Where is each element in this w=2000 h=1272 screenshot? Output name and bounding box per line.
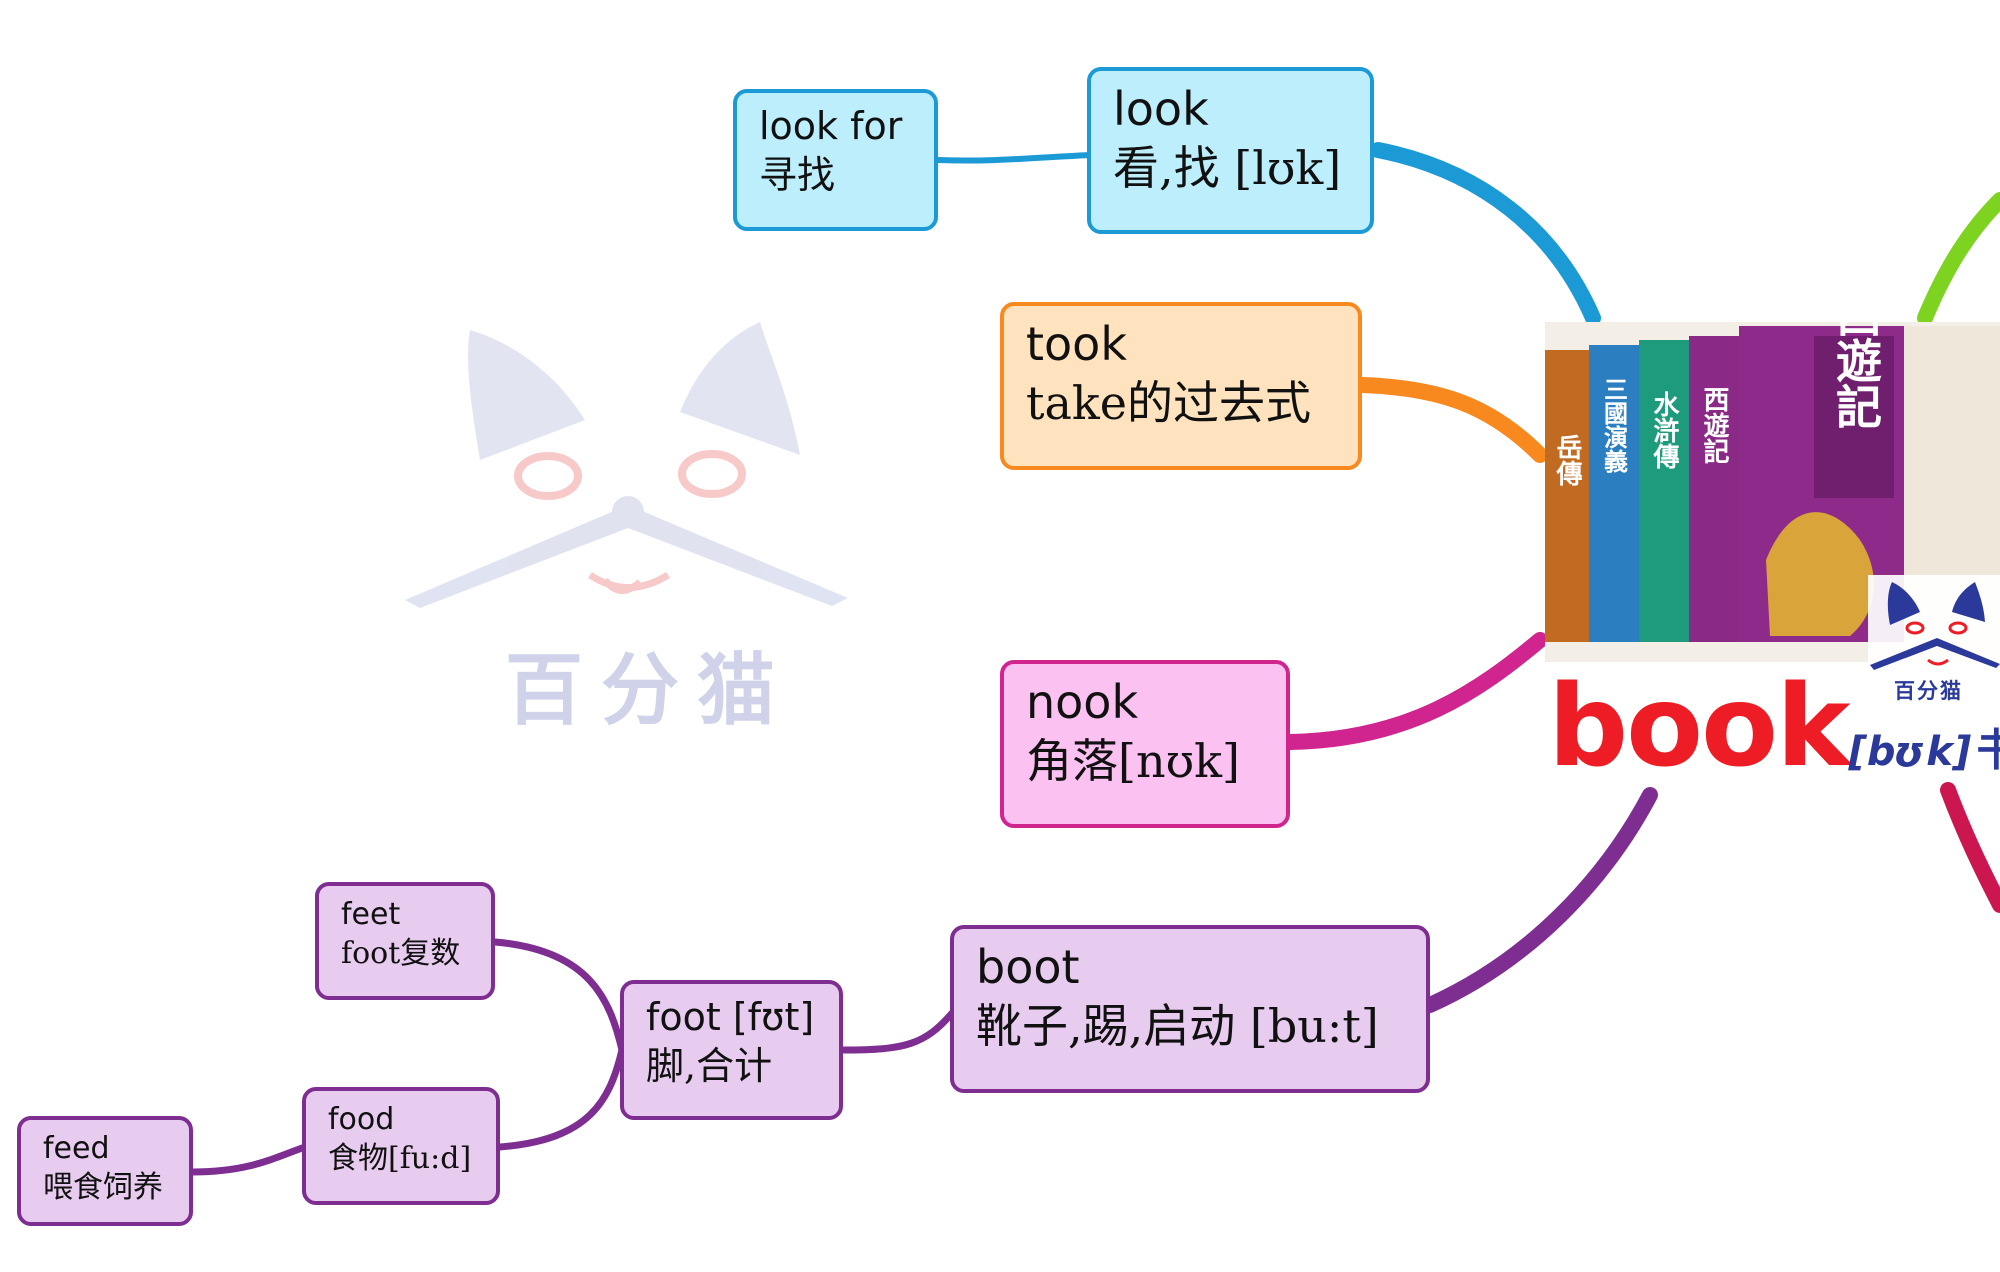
node-boot[interactable]: boot 靴子,踢,启动 [bu:t] (950, 925, 1430, 1093)
node-feet[interactable]: feet foot复数 (315, 882, 495, 1000)
cover-title-2: 三國演義 (1600, 377, 1629, 474)
node-took-en: took (1026, 317, 1127, 371)
connector-center-took (1355, 377, 1548, 463)
book-spine-4 (1689, 336, 1739, 642)
connector-center-crimson (1940, 782, 2000, 913)
node-foot-cn: 脚,合计 (646, 1043, 773, 1088)
node-feed-en: feed (43, 1131, 110, 1166)
connector-boot-foot (839, 1008, 957, 1054)
connector-foot-food (496, 1046, 626, 1151)
logo-text: 百分猫 (1894, 679, 1963, 703)
node-food-cn: 食物[fu:d] (328, 1140, 472, 1176)
connector-center-nook (1282, 632, 1548, 750)
center-word-text: book (1548, 662, 1851, 792)
node-nook-en: nook (1026, 675, 1139, 729)
node-feed-cn: 喂食饲养 (43, 1169, 163, 1205)
node-foot-en: foot [fʊt] (646, 995, 815, 1039)
node-nook[interactable]: nook 角落[nʊk] (1000, 660, 1290, 828)
watermark-text: 百分猫 (505, 646, 794, 736)
node-nook-cn: 角落[nʊk] (1026, 733, 1240, 788)
book-spine-2 (1589, 345, 1639, 642)
cover-title-1: 岳傳 (1552, 434, 1583, 487)
center-word: book[bʊk] 书 (1548, 662, 2000, 792)
node-look-en: look (1113, 82, 1209, 136)
node-foot[interactable]: foot [fʊt] 脚,合计 (620, 980, 843, 1120)
node-feet-cn: foot复数 (341, 935, 461, 971)
node-feed[interactable]: feed 喂食饲养 (17, 1116, 193, 1226)
node-took-cn: take的过去式 (1026, 375, 1312, 430)
node-look-for-cn: 寻找 (759, 152, 836, 197)
node-look[interactable]: look 看,找 [lʊk] (1087, 67, 1374, 234)
node-look-cn: 看,找 [lʊk] (1113, 140, 1342, 195)
connectors (188, 142, 2000, 1176)
cat-watermark-icon (405, 322, 848, 608)
node-feet-en: feet (341, 897, 401, 932)
connector-food-feed (188, 1144, 306, 1176)
connector-foot-feet (491, 938, 626, 1054)
connector-center-look (1370, 142, 1601, 326)
cover-title-3: 水滸傳 (1649, 391, 1680, 470)
center-phonetic: [bʊk] (1848, 729, 1972, 775)
book-spine-1 (1545, 350, 1589, 642)
node-food-en: food (328, 1102, 395, 1137)
node-took[interactable]: took take的过去式 (1000, 302, 1362, 470)
cover-title-5: 西遊記 (1829, 291, 1883, 429)
connector-look-lookfor (935, 152, 1093, 164)
connector-center-green (1917, 192, 2000, 326)
node-food[interactable]: food 食物[fu:d] (302, 1087, 500, 1205)
node-boot-en: boot (976, 940, 1080, 994)
cover-title-4: 西遊記 (1699, 386, 1729, 464)
book-spine-3 (1639, 340, 1689, 642)
node-look-for-en: look for (759, 104, 903, 148)
connector-center-boot (1422, 787, 1658, 1013)
node-boot-cn: 靴子,踢,启动 [bu:t] (976, 998, 1379, 1053)
node-look-for[interactable]: look for 寻找 (733, 89, 938, 231)
center-meaning: 书 (1976, 725, 2000, 776)
cat-logo-icon (1868, 575, 2000, 705)
